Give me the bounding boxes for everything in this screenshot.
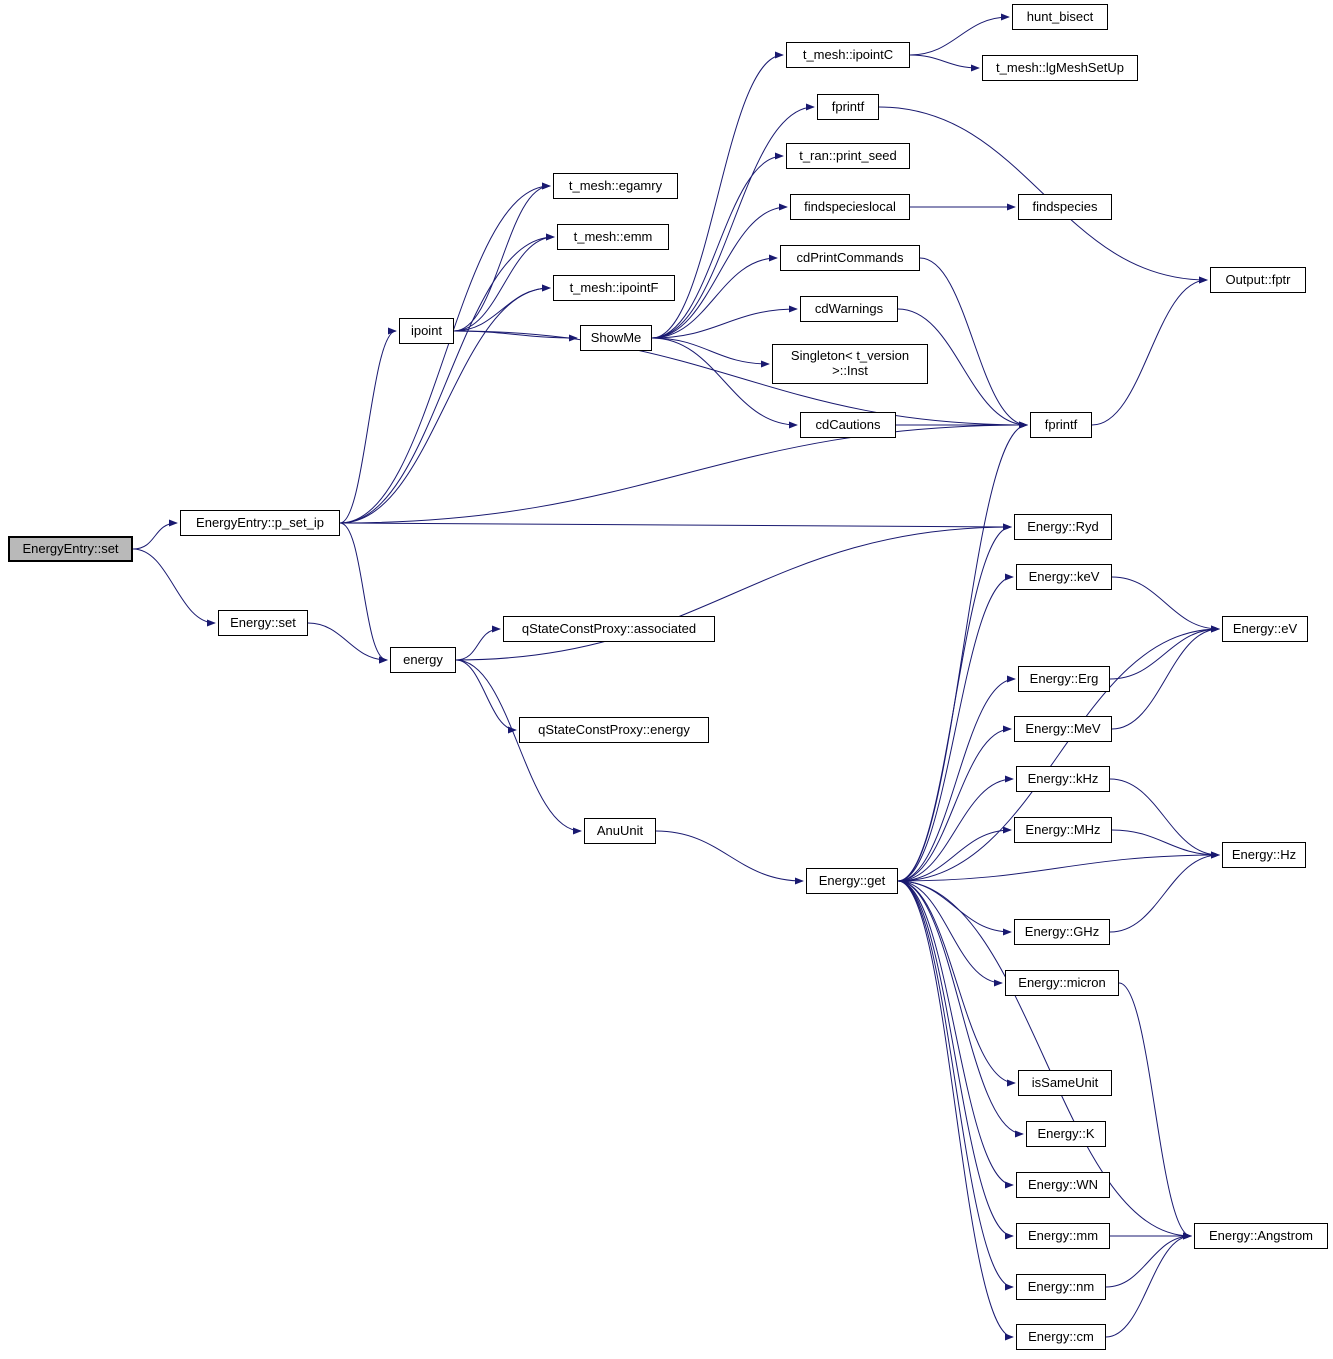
edge-ipoint-to-fprintf_main: [453, 330, 1028, 429]
node-issameunit[interactable]: isSameUnit: [1018, 1070, 1112, 1096]
node-wn[interactable]: Energy::WN: [1016, 1172, 1110, 1198]
node-p_set_ip[interactable]: EnergyEntry::p_set_ip: [180, 510, 340, 536]
edge-energy_fn-to-anuunit: [455, 659, 582, 835]
edge-khz-to-hz: [1109, 778, 1220, 859]
edge-get-to-hz: [897, 851, 1220, 882]
edge-ipoint-to-showme: [453, 330, 578, 342]
node-findspecieslocal[interactable]: findspecieslocal: [790, 194, 910, 220]
edge-get-to-micron: [897, 880, 1003, 987]
edge-mev-to-ev: [1111, 625, 1220, 730]
node-cm[interactable]: Energy::cm: [1016, 1324, 1106, 1350]
node-showme[interactable]: ShowMe: [580, 325, 652, 351]
node-anuunit[interactable]: AnuUnit: [584, 818, 656, 844]
edge-kev-to-ev: [1111, 576, 1220, 633]
node-ipointC[interactable]: t_mesh::ipointC: [786, 42, 910, 68]
node-print_seed[interactable]: t_ran::print_seed: [786, 143, 910, 169]
edge-set-to-p_set_ip: [132, 519, 178, 550]
node-ryd[interactable]: Energy::Ryd: [1014, 514, 1112, 540]
edge-get-to-mev: [897, 725, 1012, 882]
node-hz[interactable]: Energy::Hz: [1222, 842, 1306, 868]
edge-cm-to-angstrom: [1105, 1232, 1192, 1338]
node-ev[interactable]: Energy::eV: [1222, 616, 1308, 642]
node-emm[interactable]: t_mesh::emm: [557, 224, 669, 250]
node-fprintf_main[interactable]: fprintf: [1030, 412, 1092, 438]
edge-get-to-erg: [897, 675, 1016, 882]
edge-get-to-wn: [897, 880, 1014, 1189]
edge-anuunit-to-get: [655, 830, 804, 885]
node-energy_set[interactable]: Energy::set: [218, 610, 308, 636]
edge-get-to-nm: [897, 880, 1014, 1291]
edge-energy_fn-to-assoc: [455, 625, 501, 661]
node-ipoint[interactable]: ipoint: [399, 318, 454, 344]
edge-get-to-cm: [897, 880, 1014, 1341]
edge-ghz-to-hz: [1109, 851, 1220, 933]
edge-ipointC-to-lgMeshSetUp: [909, 54, 980, 72]
edge-p_set_ip-to-ryd: [339, 522, 1012, 531]
node-findspecies[interactable]: findspecies: [1018, 194, 1112, 220]
node-mhz[interactable]: Energy::MHz: [1014, 817, 1112, 843]
edge-get-to-fprintf_main: [897, 421, 1028, 882]
edge-get-to-k: [897, 880, 1024, 1138]
node-lgMeshSetUp[interactable]: t_mesh::lgMeshSetUp: [982, 55, 1138, 81]
edge-ipoint-to-ipointF: [453, 284, 551, 332]
node-assoc[interactable]: qStateConstProxy::associated: [503, 616, 715, 642]
node-ipointF[interactable]: t_mesh::ipointF: [553, 275, 675, 301]
edge-mhz-to-hz: [1111, 829, 1220, 859]
node-mm[interactable]: Energy::mm: [1016, 1223, 1110, 1249]
node-fprintf_top[interactable]: fprintf: [817, 94, 879, 120]
edge-fprintf_main-to-output_fptr: [1091, 276, 1208, 426]
node-inst[interactable]: Singleton< t_version >::Inst: [772, 344, 928, 384]
edge-erg-to-ev: [1109, 625, 1220, 680]
node-k[interactable]: Energy::K: [1026, 1121, 1106, 1147]
node-output_fptr[interactable]: Output::fptr: [1210, 267, 1306, 293]
edge-p_set_ip-to-fprintf_main: [339, 421, 1028, 524]
edge-get-to-ryd: [897, 523, 1012, 882]
edge-showme-to-findspecieslocal: [651, 203, 788, 339]
edge-p_set_ip-to-egamry: [339, 182, 551, 524]
edge-set-to-energy_set: [132, 548, 216, 627]
edge-p_set_ip-to-emm: [339, 233, 555, 524]
edge-get-to-kev: [897, 573, 1014, 882]
node-micron[interactable]: Energy::micron: [1005, 970, 1119, 996]
node-hunt_bisect[interactable]: hunt_bisect: [1012, 4, 1108, 30]
node-cdWarnings[interactable]: cdWarnings: [800, 296, 898, 322]
edge-get-to-ghz: [897, 880, 1012, 936]
node-khz[interactable]: Energy::kHz: [1016, 766, 1110, 792]
node-get[interactable]: Energy::get: [806, 868, 898, 894]
edge-get-to-issameunit: [897, 880, 1016, 1087]
edge-get-to-mhz: [897, 826, 1012, 882]
edge-ipointC-to-hunt_bisect: [909, 13, 1010, 56]
node-energy_fn[interactable]: energy: [390, 647, 456, 673]
edge-showme-to-fprintf_top: [651, 103, 815, 339]
edge-energy_set-to-energy_fn: [307, 622, 388, 664]
node-ghz[interactable]: Energy::GHz: [1014, 919, 1110, 945]
node-cdCautions[interactable]: cdCautions: [800, 412, 896, 438]
node-angstrom[interactable]: Energy::Angstrom: [1194, 1223, 1328, 1249]
node-egamry[interactable]: t_mesh::egamry: [553, 173, 678, 199]
edge-ipoint-to-egamry: [453, 182, 551, 332]
edge-nm-to-angstrom: [1105, 1232, 1192, 1288]
edge-showme-to-inst: [651, 337, 770, 368]
edge-p_set_ip-to-ipoint: [339, 327, 397, 524]
edge-micron-to-angstrom: [1118, 982, 1192, 1240]
edge-cdPrintCommands-to-fprintf_main: [919, 257, 1028, 429]
edge-showme-to-cdWarnings: [651, 305, 798, 339]
node-nm[interactable]: Energy::nm: [1016, 1274, 1106, 1300]
edge-ipoint-to-emm: [453, 233, 555, 332]
node-set: EnergyEntry::set: [8, 536, 133, 562]
edge-get-to-mm: [897, 880, 1014, 1240]
node-cdPrintCommands[interactable]: cdPrintCommands: [780, 245, 920, 271]
node-kev[interactable]: Energy::keV: [1016, 564, 1112, 590]
node-qenergy[interactable]: qStateConstProxy::energy: [519, 717, 709, 743]
node-mev[interactable]: Energy::MeV: [1014, 716, 1112, 742]
node-erg[interactable]: Energy::Erg: [1018, 666, 1110, 692]
edge-get-to-khz: [897, 775, 1014, 882]
edge-p_set_ip-to-energy_fn: [339, 522, 388, 664]
edge-energy_fn-to-qenergy: [455, 659, 517, 734]
